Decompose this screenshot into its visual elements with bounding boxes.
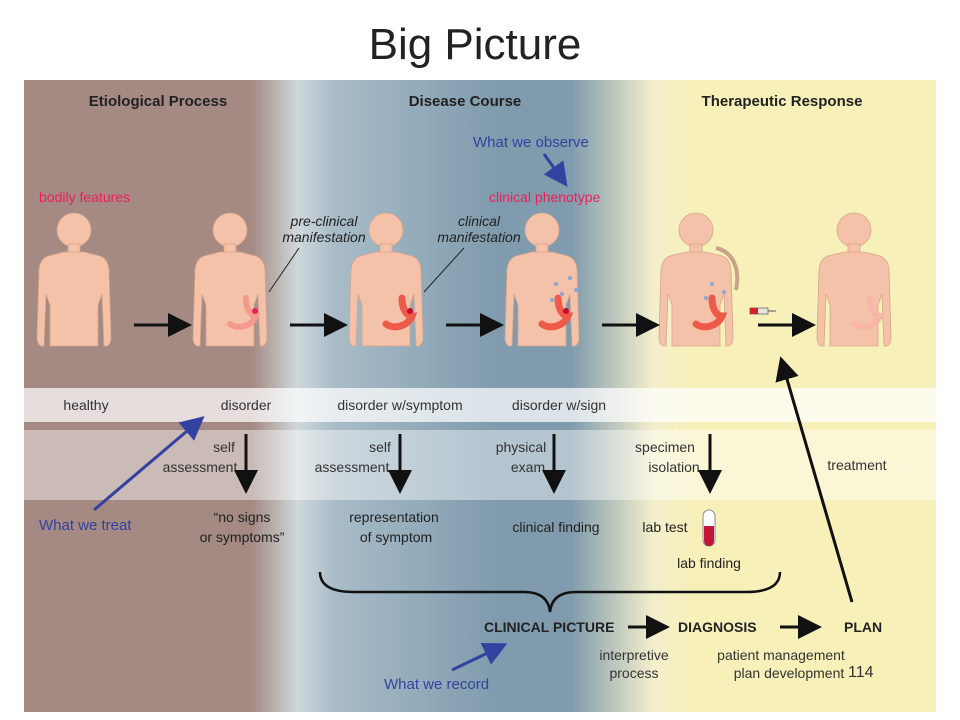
iv-tube (715, 246, 740, 291)
result-2-line2: of symptom (360, 529, 432, 545)
stage-disorder: disorder (221, 397, 272, 413)
interpretive-line1: interpretive (599, 647, 668, 663)
section-therapy: Therapeutic Response (702, 93, 863, 110)
preclinical-label-line2: manifestation (282, 229, 365, 245)
observe-arrow (542, 153, 568, 187)
method-1-line2: assessment (163, 459, 238, 475)
lesion-dot (563, 308, 569, 314)
slide-title: Big Picture (368, 20, 582, 69)
preclinical-label-line1: pre-clinical (290, 213, 359, 229)
plan-to-treatment-arrow (775, 356, 854, 603)
section-etiology: Etiological Process (89, 93, 227, 110)
plan-label: PLAN (844, 619, 882, 635)
method-4-line2: isolation (648, 459, 699, 475)
bodily-features-label: bodily features (39, 189, 130, 205)
lesion-dot (252, 308, 258, 314)
treat-arrow (93, 416, 205, 512)
preclinical-pointer (268, 247, 300, 293)
record-arrow (451, 642, 508, 672)
method-2-line1: self (369, 439, 391, 455)
stage-band (24, 388, 936, 422)
stomach-icon (851, 295, 885, 330)
result-3-line1: clinical finding (512, 519, 599, 535)
what-we-treat-label: What we treat (39, 517, 132, 534)
result-2-line1: representation (349, 509, 439, 525)
what-we-observe-label: What we observe (473, 134, 589, 151)
interpretive-line2: process (609, 665, 658, 681)
page-number: 114 (848, 664, 874, 681)
stomach-icon (538, 294, 574, 331)
stomach-icon (382, 294, 418, 331)
treatment-label: treatment (827, 457, 886, 473)
sign-dots (704, 282, 726, 300)
test-tube-icon (702, 509, 716, 547)
clinical-phenotype-label: clinical phenotype (489, 189, 601, 205)
clinical-label-line2: manifestation (437, 229, 520, 245)
result-4-line1: lab test (642, 519, 687, 535)
section-disease: Disease Course (409, 93, 522, 110)
stomach-icon (227, 295, 261, 330)
clinical-pointer (423, 247, 465, 293)
method-2-line2: assessment (315, 459, 390, 475)
grouping-brace (318, 571, 782, 613)
diagnosis-label: DIAGNOSIS (678, 619, 757, 635)
clinical-picture-label: CLINICAL PICTURE (484, 619, 614, 635)
method-4-line1: specimen (635, 439, 695, 455)
sign-dots (550, 276, 578, 302)
method-1-line1: self (213, 439, 235, 455)
stage-symptom: disorder w/symptom (337, 397, 462, 413)
syringe-icon (749, 307, 776, 315)
big-picture-diagram: Etiological Process Disease Course Thera… (24, 80, 936, 712)
management-line2: plan development (734, 665, 845, 681)
stomach-icon (692, 294, 728, 331)
what-we-record-label: What we record (384, 676, 489, 693)
result-4-line2: lab finding (677, 555, 741, 571)
management-line1: patient management (717, 647, 845, 663)
result-1-line2: or symptoms” (200, 529, 285, 545)
stage-healthy: healthy (63, 397, 108, 413)
lesion-dot (407, 308, 413, 314)
clinical-label-line1: clinical (458, 213, 501, 229)
stage-sign: disorder w/sign (512, 397, 606, 413)
result-1-line1: “no signs (214, 509, 271, 525)
method-3-line1: physical (496, 439, 547, 455)
method-3-line2: exam (511, 459, 545, 475)
method-band (24, 430, 936, 500)
